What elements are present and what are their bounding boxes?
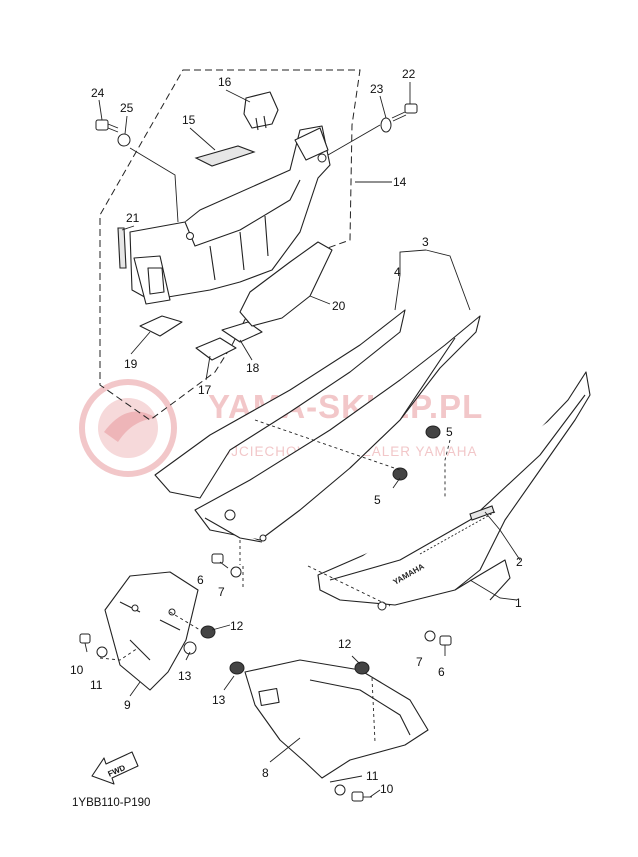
callout-14: 14 bbox=[393, 175, 407, 189]
part-17-pad bbox=[195, 337, 237, 361]
callout-24: 24 bbox=[91, 86, 105, 100]
callout-16: 16 bbox=[218, 75, 232, 89]
callout-5-b: 5 bbox=[374, 493, 381, 507]
part-8-lower-cover bbox=[244, 659, 429, 779]
part-2-emblem bbox=[469, 505, 495, 521]
callout-21: 21 bbox=[126, 211, 140, 225]
leader-lines bbox=[98, 82, 521, 798]
fwd-arrow-icon: FWD bbox=[91, 751, 139, 785]
part-1-side-cover-right: YAMAHA bbox=[317, 371, 591, 611]
callout-2: 2 bbox=[516, 555, 523, 569]
part-5-grommet-a bbox=[392, 467, 408, 481]
part-5-grommet-b bbox=[425, 425, 441, 439]
callout-12-b: 12 bbox=[338, 637, 352, 651]
part-6-bolt-b bbox=[439, 635, 452, 656]
callout-11-a: 11 bbox=[90, 678, 103, 692]
callout-20: 20 bbox=[332, 299, 346, 313]
callout-9: 9 bbox=[124, 698, 131, 712]
part-12-grommet-b bbox=[354, 661, 370, 675]
assembly-14-boundary bbox=[99, 69, 361, 421]
callout-17: 17 bbox=[198, 383, 212, 397]
part-9-cover bbox=[104, 571, 199, 691]
callout-4: 4 bbox=[394, 265, 401, 279]
part-12-grommet-a bbox=[200, 625, 216, 639]
callout-13-a: 13 bbox=[178, 669, 192, 683]
callout-25: 25 bbox=[120, 101, 134, 115]
watermark-logo-icon bbox=[79, 379, 177, 477]
callout-labels: 1 2 3 4 5 5 6 6 7 7 8 9 10 10 11 11 12 1… bbox=[70, 67, 523, 796]
part-25-grommet bbox=[117, 133, 131, 147]
callout-10-a: 10 bbox=[70, 663, 84, 677]
part-11-collar-a bbox=[96, 646, 108, 658]
callout-12-a: 12 bbox=[230, 619, 244, 633]
part-10-bolt-a bbox=[79, 633, 91, 653]
callout-23: 23 bbox=[370, 82, 384, 96]
callout-3: 3 bbox=[422, 235, 429, 249]
part-11-collar-b bbox=[334, 784, 346, 796]
callout-11-b: 11 bbox=[366, 769, 379, 783]
part-22-bolt bbox=[391, 103, 418, 122]
part-14-battery-bracket bbox=[129, 125, 331, 305]
part-23-washer bbox=[380, 117, 392, 133]
callout-13-b: 13 bbox=[212, 693, 226, 707]
callout-7-a: 7 bbox=[218, 585, 225, 599]
part-19-pad bbox=[139, 315, 183, 337]
callout-5-a: 5 bbox=[446, 425, 453, 439]
callout-7-b: 7 bbox=[416, 655, 423, 669]
callout-6-b: 6 bbox=[438, 665, 445, 679]
part-6-bolt-a bbox=[211, 553, 229, 569]
part-7-collar-b bbox=[424, 630, 436, 642]
callout-19: 19 bbox=[124, 357, 138, 371]
part-13-grommet-a bbox=[183, 641, 197, 655]
callout-1: 1 bbox=[515, 596, 522, 610]
part-21-strap bbox=[117, 227, 127, 269]
callout-15: 15 bbox=[182, 113, 196, 127]
callout-18: 18 bbox=[246, 361, 260, 375]
diagram-code: 1YBB110-P190 bbox=[72, 797, 150, 809]
callout-10-b: 10 bbox=[380, 782, 394, 796]
callout-8: 8 bbox=[262, 766, 269, 780]
part-24-bolt bbox=[95, 119, 119, 133]
part-10-bolt-b bbox=[351, 791, 372, 802]
callout-6-a: 6 bbox=[197, 573, 204, 587]
part-16-relay bbox=[243, 91, 279, 131]
part-13-grommet-b bbox=[229, 661, 245, 675]
watermark-logo-wing-icon bbox=[104, 411, 156, 442]
part-4-side-cover-left bbox=[154, 309, 481, 543]
part-15-pad bbox=[194, 145, 256, 167]
callout-22: 22 bbox=[402, 67, 416, 81]
part-7-collar-a bbox=[230, 566, 242, 578]
part-18-pad bbox=[221, 321, 263, 343]
